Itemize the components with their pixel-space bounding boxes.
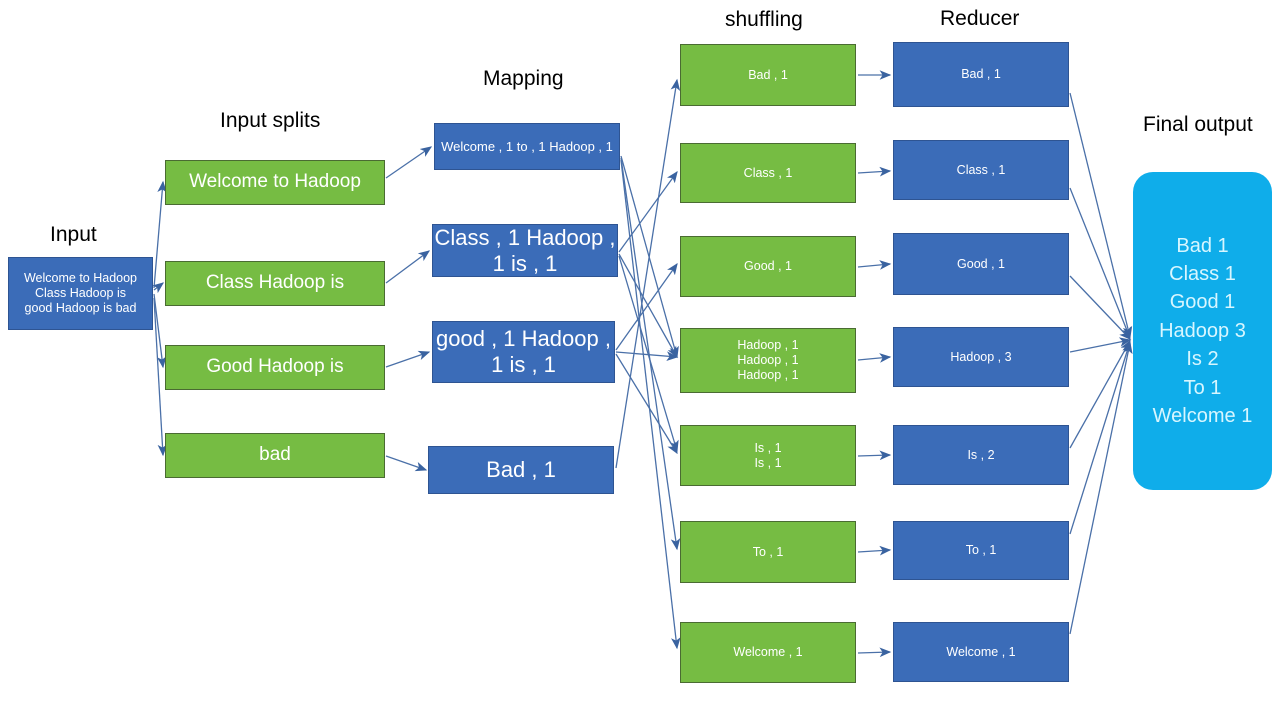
- mapping-box-1: Welcome , 1 to , 1 Hadoop , 1: [434, 123, 620, 170]
- label-reducer: Reducer: [940, 7, 1020, 30]
- wire-map3-shuf-is: [615, 353, 678, 455]
- label-shuffling: shuffling: [725, 8, 803, 31]
- wire-red2-final: [1069, 187, 1131, 340]
- shuffling-box-1: Bad , 1: [680, 44, 856, 106]
- wire-map1-shuf-hadoop: [620, 155, 679, 359]
- wire-red1-final: [1069, 92, 1133, 339]
- wire-red4-final: [1069, 337, 1132, 353]
- wire-input-split-4: [153, 297, 168, 457]
- label-input-splits: Input splits: [220, 109, 321, 132]
- input-split-box-4: bad: [165, 433, 385, 478]
- wire-input-split-1: [153, 180, 167, 289]
- reducer-box-6: To , 1: [893, 521, 1069, 580]
- final-output-box: Bad 1 Class 1 Good 1 Hadoop 3 Is 2 To 1 …: [1133, 172, 1272, 490]
- wire-map2-shuf-class: [618, 170, 678, 253]
- reducer-box-3: Good , 1: [893, 233, 1069, 295]
- wire-input-split-2: [151, 282, 165, 294]
- wire-map2-shuf-hadoop: [618, 253, 678, 359]
- wire-red7-final: [1069, 341, 1133, 635]
- input-box: Welcome to Hadoop Class Hadoop is good H…: [8, 257, 153, 330]
- wire-map3-shuf-good: [615, 262, 678, 351]
- shuffling-box-6: To , 1: [680, 521, 856, 583]
- wire-split1-map1: [385, 146, 433, 179]
- wire-red6-final: [1069, 340, 1132, 535]
- wire-input-split-3: [153, 293, 167, 369]
- wire-map2-shuf-is: [618, 255, 679, 453]
- wire-split2-map2: [385, 250, 431, 284]
- reducer-box-4: Hadoop , 3: [893, 327, 1069, 387]
- wire-split3-map3: [385, 350, 431, 368]
- mapping-box-2: Class , 1 Hadoop , 1 is , 1: [432, 224, 618, 277]
- shuffling-box-3: Good , 1: [680, 236, 856, 297]
- reducer-box-2: Class , 1: [893, 140, 1069, 200]
- wire-map1-shuf-to: [620, 157, 681, 551]
- wire-shuf3-red3: [857, 260, 892, 270]
- wire-red3-final: [1069, 275, 1131, 340]
- wire-map1-shuf-welcome: [620, 159, 681, 650]
- wire-shuf7-red7: [857, 647, 892, 658]
- wire-split4-map4: [385, 455, 428, 472]
- wire-shuf6-red6: [857, 545, 892, 556]
- shuffling-box-5: Is , 1 Is , 1: [680, 425, 856, 486]
- label-mapping: Mapping: [483, 67, 564, 90]
- mapping-box-4: Bad , 1: [428, 446, 614, 494]
- input-split-box-3: Good Hadoop is: [165, 345, 385, 390]
- wire-shuf5-red5: [857, 450, 892, 461]
- reducer-box-5: Is , 2: [893, 425, 1069, 485]
- input-split-box-2: Class Hadoop is: [165, 261, 385, 306]
- shuffling-box-7: Welcome , 1: [680, 622, 856, 683]
- label-final-output: Final output: [1143, 113, 1253, 136]
- wire-map4-shuf-bad: [615, 78, 681, 469]
- wire-red5-final: [1069, 339, 1131, 449]
- wire-map3-shuf-hadoop: [615, 351, 679, 361]
- label-input: Input: [50, 223, 97, 246]
- reducer-box-1: Bad , 1: [893, 42, 1069, 107]
- wire-shuf2-red2: [857, 166, 892, 177]
- input-split-box-1: Welcome to Hadoop: [165, 160, 385, 205]
- wire-shuf4-red4: [857, 353, 892, 363]
- shuffling-box-4: Hadoop , 1 Hadoop , 1 Hadoop , 1: [680, 328, 856, 393]
- reducer-box-7: Welcome , 1: [893, 622, 1069, 682]
- mapping-box-3: good , 1 Hadoop , 1 is , 1: [432, 321, 615, 383]
- shuffling-box-2: Class , 1: [680, 143, 856, 203]
